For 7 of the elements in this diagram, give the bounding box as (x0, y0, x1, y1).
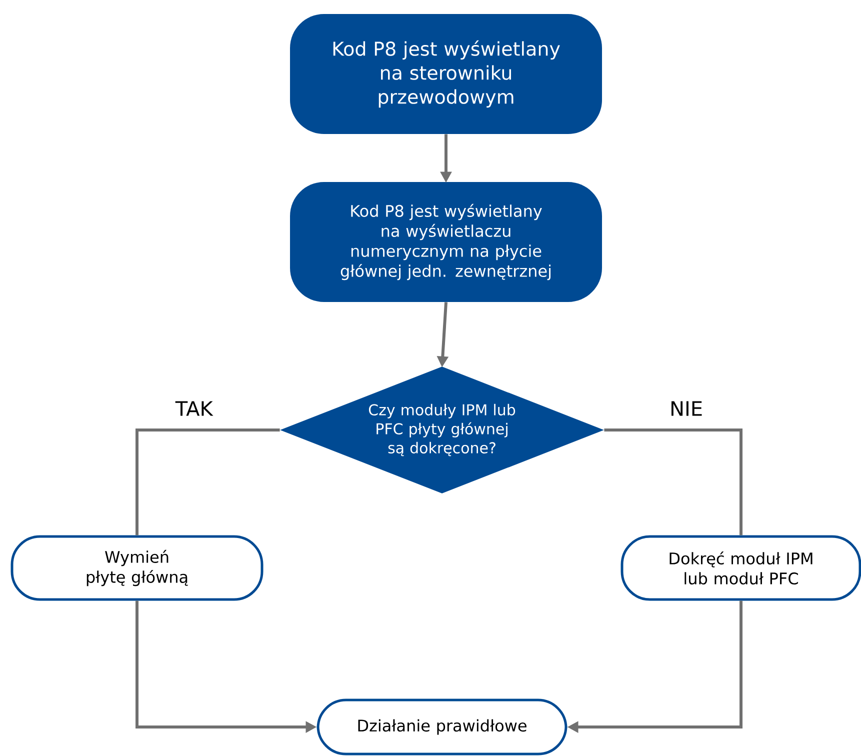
edge-label: TAK (173, 399, 215, 418)
start-box: Kod P8 jest wyświetlany na sterowniku przewodowym (290, 14, 602, 134)
end-box: Działanie prawidłowe (316, 698, 568, 756)
action-box: Wymień płytę główną (10, 535, 264, 601)
edge-label: NIE (668, 399, 706, 418)
process-box: Kod P8 jest wyświetlany na wyświetlaczu numerycznym na płycie głównej jedn. zewnętrznej (290, 182, 602, 302)
action-box: Dokręć moduł IPM lub moduł PFC (620, 535, 861, 601)
